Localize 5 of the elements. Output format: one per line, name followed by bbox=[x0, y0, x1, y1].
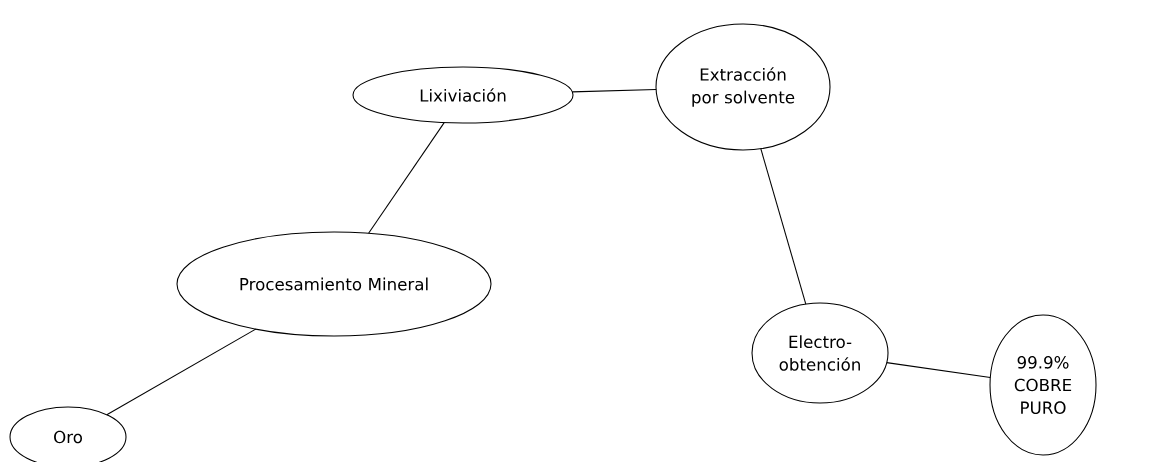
connector-line bbox=[571, 88, 657, 93]
connector-line bbox=[106, 328, 257, 416]
connector-line bbox=[368, 122, 445, 234]
connector-line bbox=[760, 148, 807, 305]
connector-line bbox=[886, 362, 991, 378]
